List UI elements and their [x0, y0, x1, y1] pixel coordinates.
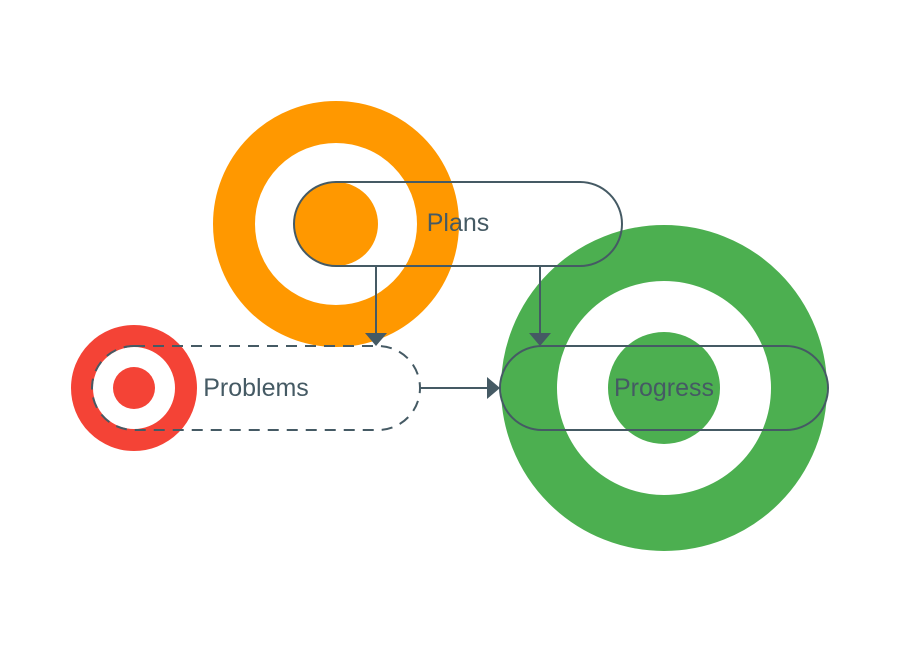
edge-plans-to-problems [365, 266, 387, 346]
red-target-icon [71, 325, 197, 451]
node-plans[interactable]: Plans [293, 181, 623, 267]
green-target-center [608, 332, 720, 444]
orange-target-icon [213, 101, 459, 347]
orange-target-center [294, 182, 378, 266]
green-target-icon [501, 225, 827, 551]
edge-problems-to-progress [420, 377, 500, 399]
node-plans-box [293, 181, 623, 267]
edge-plans-to-progress-arrowhead [529, 333, 551, 346]
orange-target-outer-ring [213, 101, 459, 347]
node-plans-label: Plans [427, 209, 490, 237]
edge-plans-to-progress [529, 266, 551, 346]
edge-plans-to-problems-arrowhead [365, 333, 387, 346]
red-target-center [113, 367, 155, 409]
edge-problems-to-progress-arrowhead [487, 377, 500, 399]
node-progress-label: Progress [614, 374, 714, 402]
node-problems-label: Problems [203, 374, 309, 402]
node-problems[interactable]: Problems [91, 345, 421, 431]
green-target-outer-ring [501, 225, 827, 551]
red-target-outer-ring [71, 325, 197, 451]
